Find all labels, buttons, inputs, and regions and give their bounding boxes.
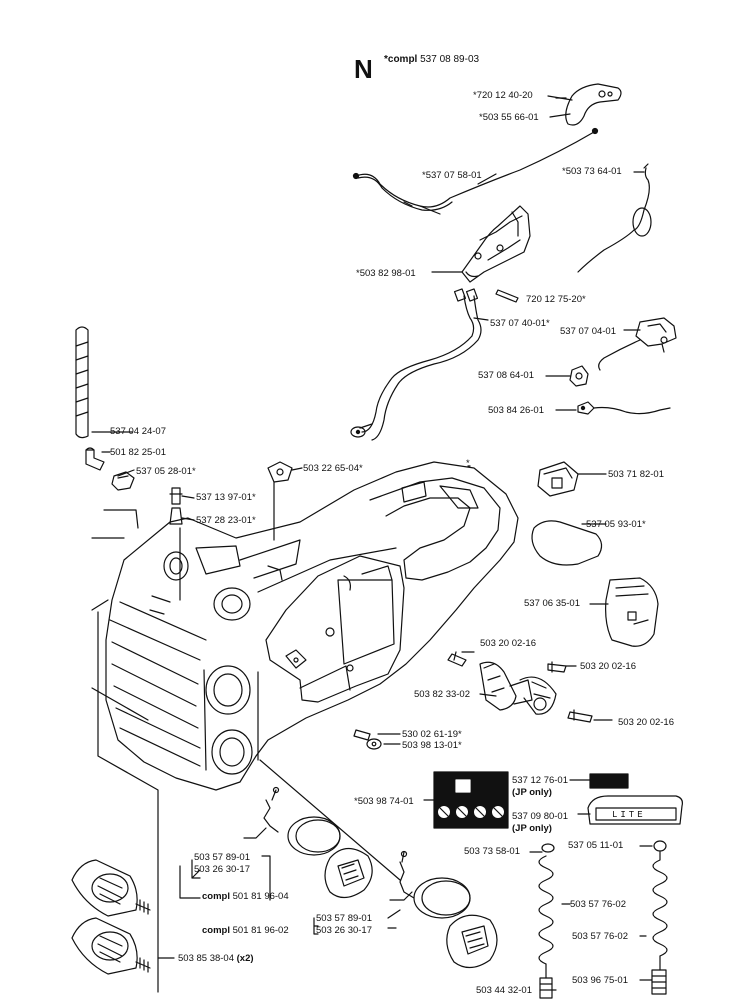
compl-label: compl 501 81 96-04 bbox=[202, 891, 289, 902]
part-label: *537 07 58-01 bbox=[422, 170, 482, 181]
spring-wire-part bbox=[577, 163, 652, 273]
grommet-part bbox=[569, 365, 589, 387]
part-label: 503 57 76-02 bbox=[570, 899, 626, 910]
part-label: 503 44 32-01 bbox=[476, 985, 532, 996]
part-label: 537 28 23-01* bbox=[196, 515, 256, 526]
fuel-hose-part bbox=[75, 326, 89, 439]
part-label: 503 26 30-17 bbox=[316, 925, 372, 936]
throttle-lever-housing-part bbox=[461, 205, 531, 283]
screw-washer-part bbox=[353, 729, 382, 750]
part-number: 503 85 38-04 bbox=[178, 953, 234, 964]
part-label: *503 82 98-01 bbox=[356, 268, 416, 279]
part-label: 503 20 02-16 bbox=[480, 638, 536, 649]
part-label: *503 98 74-01 bbox=[354, 796, 414, 807]
part-label: 537 05 93-01* bbox=[586, 519, 646, 530]
throttle-cable-part bbox=[352, 127, 599, 215]
part-label: 503 57 89-01 bbox=[316, 913, 372, 924]
compl-number: 501 81 96-04 bbox=[232, 891, 289, 902]
jp-decal-black-part bbox=[589, 773, 629, 789]
screw-part-b bbox=[547, 661, 567, 673]
fuel-filter-part bbox=[111, 471, 135, 491]
part-label: *503 55 66-01 bbox=[479, 112, 539, 123]
asterisk-mark: * bbox=[466, 458, 470, 469]
jp-only-note: (JP only) bbox=[512, 823, 552, 834]
compl-prefix: compl bbox=[202, 925, 230, 936]
warning-decal-part bbox=[433, 771, 509, 829]
part-label: *720 12 40-20 bbox=[473, 90, 533, 101]
compl-heading: *compl 537 08 89-03 bbox=[384, 54, 479, 65]
part-label: 537 06 35-01 bbox=[524, 598, 580, 609]
elbow-fitting-part bbox=[85, 447, 105, 471]
cover-part bbox=[605, 577, 659, 647]
lite-decal-text: LITE bbox=[612, 810, 646, 820]
short-cable-part bbox=[577, 401, 671, 415]
part-label: 503 84 26-01 bbox=[488, 405, 544, 416]
rubber-buffer-a bbox=[71, 859, 151, 917]
part-label: 503 26 30-17 bbox=[194, 864, 250, 875]
section-letter: N bbox=[354, 54, 373, 84]
part-label: 720 12 75-20* bbox=[526, 294, 586, 305]
spring-part-a bbox=[538, 843, 555, 999]
jp-only-note: (JP only) bbox=[512, 787, 552, 798]
screw-part-a bbox=[447, 651, 467, 667]
buffer-spring-set-b bbox=[389, 850, 498, 969]
part-label: 537 07 04-01 bbox=[560, 326, 616, 337]
part-label: 537 12 76-01 bbox=[512, 775, 568, 786]
part-label: 537 13 97-01* bbox=[196, 492, 256, 503]
part-label: 503 22 65-04* bbox=[303, 463, 363, 474]
part-label: 537 05 28-01* bbox=[136, 466, 196, 477]
part-label: 537 07 40-01* bbox=[490, 318, 550, 329]
part-label: 503 20 02-16 bbox=[618, 717, 674, 728]
part-label: 537 08 64-01 bbox=[478, 370, 534, 381]
compl-number: 537 08 89-03 bbox=[420, 54, 480, 65]
handle-grip-part bbox=[531, 520, 603, 566]
pin-part bbox=[495, 289, 519, 303]
part-label: 501 82 25-01 bbox=[110, 447, 166, 458]
part-label: 503 57 76-02 bbox=[572, 931, 628, 942]
crankcase-body bbox=[105, 461, 519, 791]
wire-harness-part bbox=[350, 288, 482, 441]
lite-decal-part bbox=[587, 795, 683, 825]
part-label: 503 73 58-01 bbox=[464, 846, 520, 857]
plug-part bbox=[169, 507, 183, 525]
part-label: 503 85 38-04 (x2) bbox=[178, 953, 254, 964]
part-label: 503 98 13-01* bbox=[402, 740, 462, 751]
handle-connector-part bbox=[479, 661, 557, 715]
part-label: 537 09 80-01 bbox=[512, 811, 568, 822]
spring-part-b bbox=[651, 840, 668, 995]
screw-part-c bbox=[567, 709, 593, 723]
part-label: 537 05 11-01 bbox=[568, 840, 624, 851]
part-label: *503 73 64-01 bbox=[562, 166, 622, 177]
square-nut-part bbox=[267, 461, 293, 483]
part-label: 503 82 33-02 bbox=[414, 689, 470, 700]
throttle-trigger-part bbox=[555, 83, 622, 126]
compl-prefix: compl bbox=[202, 891, 230, 902]
quantity: (x2) bbox=[236, 953, 254, 964]
buffer-spring-set-a bbox=[243, 786, 373, 899]
part-label: 503 57 89-01 bbox=[194, 852, 250, 863]
valve-part bbox=[169, 487, 183, 505]
part-label: 503 71 82-01 bbox=[608, 469, 664, 480]
part-label: 530 02 61-19* bbox=[402, 729, 462, 740]
stop-switch-part bbox=[598, 317, 677, 371]
part-label: 503 96 75-01 bbox=[572, 975, 628, 986]
compl-prefix: *compl bbox=[384, 54, 418, 65]
choke-knob-part bbox=[537, 461, 579, 497]
compl-number: 501 81 96-02 bbox=[232, 925, 289, 936]
part-label: 537 04 24-07 bbox=[110, 426, 166, 437]
part-label: 503 20 02-16 bbox=[580, 661, 636, 672]
compl-label: compl 501 81 96-02 bbox=[202, 925, 289, 936]
rubber-buffer-b bbox=[71, 917, 151, 975]
